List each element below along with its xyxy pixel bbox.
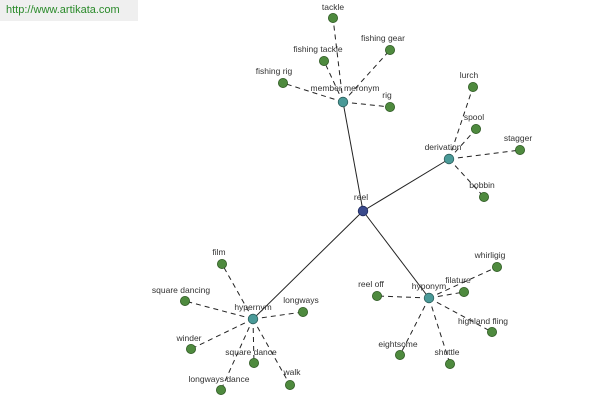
- leaf-label-lurch[interactable]: lurch: [460, 70, 479, 80]
- relation-node-hyponym[interactable]: [423, 292, 435, 304]
- leaf-node-walk[interactable]: [284, 379, 295, 390]
- leaf-node-whirligig[interactable]: [491, 261, 502, 272]
- leaf-node-stagger[interactable]: [515, 144, 526, 155]
- edge-root-hyponym: [362, 210, 430, 299]
- leaf-label-spool[interactable]: spool: [464, 112, 484, 122]
- edge-member-meronym-fishing-gear: [342, 49, 391, 103]
- relation-node-derivation[interactable]: [443, 153, 455, 165]
- edge-derivation-lurch: [448, 86, 474, 160]
- leaf-label-longways-dance[interactable]: longways dance: [189, 374, 250, 384]
- leaf-node-reel-off[interactable]: [371, 290, 382, 301]
- edge-hypernym-square-dance: [252, 318, 255, 364]
- edge-derivation-bobbin: [448, 158, 485, 198]
- graph-edges: [184, 17, 521, 391]
- leaf-node-square-dance[interactable]: [248, 357, 259, 368]
- leaf-label-square-dance[interactable]: square dance: [225, 347, 277, 357]
- graph-nodes: [179, 12, 526, 395]
- leaf-node-bobbin[interactable]: [478, 191, 489, 202]
- edge-derivation-spool: [448, 128, 477, 160]
- edge-hyponym-shuttle: [428, 297, 451, 365]
- leaf-node-film[interactable]: [216, 258, 227, 269]
- leaf-label-walk[interactable]: walk: [282, 367, 301, 377]
- leaf-label-eightsome[interactable]: eightsome: [378, 339, 417, 349]
- leaf-label-winder[interactable]: winder: [175, 333, 201, 343]
- leaf-node-fishing-rig[interactable]: [277, 78, 288, 89]
- root-label[interactable]: reel: [354, 192, 368, 202]
- edge-derivation-stagger: [448, 149, 521, 160]
- relation-label-hyponym[interactable]: hyponym: [412, 281, 447, 291]
- leaf-node-fishing-tackle[interactable]: [318, 56, 329, 67]
- edge-hypernym-square-dancing: [184, 300, 254, 320]
- leaf-node-longways[interactable]: [297, 306, 308, 317]
- edge-hyponym-filature: [428, 291, 465, 299]
- leaf-label-tackle[interactable]: tackle: [322, 2, 344, 12]
- graph-labels: tackle fishing gear fishing tackle fishing …: [152, 2, 532, 384]
- leaf-node-square-dancing[interactable]: [179, 295, 190, 306]
- edge-hypernym-longways-dance: [220, 318, 254, 391]
- leaf-label-rig[interactable]: rig: [382, 90, 392, 100]
- leaf-label-bobbin[interactable]: bobbin: [469, 180, 495, 190]
- edge-hypernym-winder: [190, 318, 254, 350]
- leaf-label-reel-off[interactable]: reel off: [358, 279, 384, 289]
- root-node-reel[interactable]: [357, 205, 369, 217]
- edge-hyponym-eightsome: [399, 297, 430, 356]
- relation-label-derivation[interactable]: derivation: [425, 142, 462, 152]
- edge-root-member-meronym: [342, 101, 364, 212]
- edge-root-derivation: [362, 158, 450, 212]
- leaf-label-longways[interactable]: longways: [283, 295, 318, 305]
- edge-hyponym-whirligig: [428, 266, 498, 299]
- leaf-node-tackle[interactable]: [327, 12, 338, 23]
- leaf-node-highland-fling[interactable]: [486, 326, 497, 337]
- leaf-label-fishing-gear[interactable]: fishing gear: [361, 33, 405, 43]
- leaf-node-fishing-gear[interactable]: [384, 45, 395, 56]
- source-url[interactable]: http://www.artikata.com: [0, 0, 138, 21]
- edge-hypernym-walk: [252, 318, 291, 386]
- leaf-node-lurch[interactable]: [467, 82, 478, 93]
- relation-node-hypernym[interactable]: [247, 313, 259, 325]
- relation-node-member-meronym[interactable]: [337, 96, 349, 108]
- leaf-node-longways-dance[interactable]: [215, 384, 226, 395]
- edge-hyponym-highland-fling: [428, 297, 493, 333]
- edge-hyponym-reel-off: [376, 295, 430, 299]
- leaf-node-rig[interactable]: [384, 102, 395, 113]
- edge-member-meronym-fishing-tackle: [323, 60, 344, 103]
- edge-hypernym-longways: [252, 311, 304, 320]
- leaf-label-fishing-rig[interactable]: fishing rig: [256, 66, 293, 76]
- leaf-label-shuttle[interactable]: shuttle: [434, 347, 459, 357]
- edge-root-hypernym: [252, 210, 364, 320]
- leaf-label-stagger[interactable]: stagger: [504, 133, 533, 143]
- relation-label-member-meronym[interactable]: member meronym: [311, 83, 380, 93]
- leaf-label-filature[interactable]: filature: [445, 275, 471, 285]
- edge-hypernym-film: [221, 263, 254, 320]
- leaf-node-spool[interactable]: [470, 124, 481, 135]
- leaf-node-filature[interactable]: [458, 286, 469, 297]
- leaf-label-film[interactable]: film: [212, 247, 225, 257]
- edge-member-meronym-rig: [342, 101, 391, 108]
- leaf-label-whirligig[interactable]: whirligig: [474, 250, 506, 260]
- leaf-node-shuttle[interactable]: [444, 358, 455, 369]
- leaf-node-winder[interactable]: [185, 343, 196, 354]
- leaf-label-square-dancing[interactable]: square dancing: [152, 285, 210, 295]
- relation-label-hypernym[interactable]: hypernym: [234, 302, 271, 312]
- leaf-label-fishing-tackle[interactable]: fishing tackle: [293, 44, 342, 54]
- leaf-node-eightsome[interactable]: [394, 349, 405, 360]
- edge-member-meronym-fishing-rig: [282, 82, 344, 103]
- leaf-label-highland-fling[interactable]: highland fling: [458, 316, 508, 326]
